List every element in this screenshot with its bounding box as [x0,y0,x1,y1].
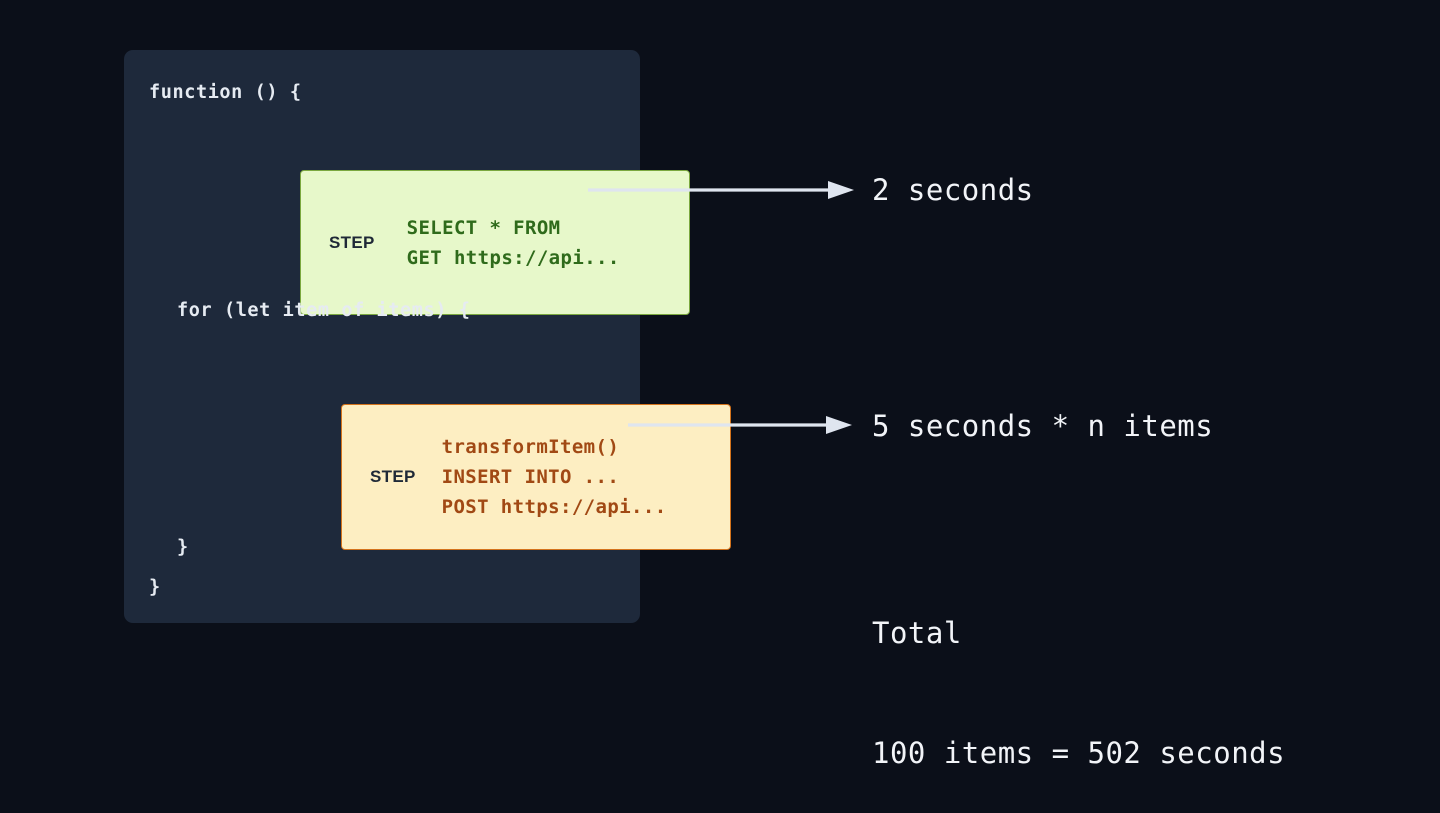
annotation-step-green-duration: 2 seconds [872,173,1034,207]
step-code-green: SELECT * FROM GET https://api... [407,213,620,273]
step-code-line: POST https://api... [441,496,667,518]
step-code-line: transformItem() [441,436,620,458]
step-code-line: INSERT INTO ... [441,466,620,488]
step-code-line: GET https://api... [406,246,620,269]
step-code-orange: transformItem() INSERT INTO ... POST https… [442,432,667,522]
step-label: STEP [370,467,416,486]
arrow-to-annotation-2 [628,416,852,434]
code-line-close-outer: } [149,577,161,598]
step-box-orange[interactable]: STEP transformItem() INSERT INTO ... POST … [341,404,731,550]
code-line-function-open: function () { [149,82,302,103]
total-heading: Total [872,616,962,650]
step-code-line: SELECT * FROM [406,216,561,239]
step-box-green[interactable]: STEP SELECT * FROM GET https://api... [300,170,690,315]
code-panel: function () { STEP SELECT * FROM GET http… [124,50,731,623]
total-value: 100 items = 502 seconds [872,736,1286,770]
arrow-to-annotation-1 [588,181,854,199]
code-line-close-inner: } [177,537,189,558]
code-line-for-loop: for (let item of items) { [177,300,471,321]
total-summary: Total 100 items = 502 seconds [872,533,1285,813]
annotation-step-orange-duration: 5 seconds * n items [872,409,1214,443]
step-label: STEP [329,232,375,252]
